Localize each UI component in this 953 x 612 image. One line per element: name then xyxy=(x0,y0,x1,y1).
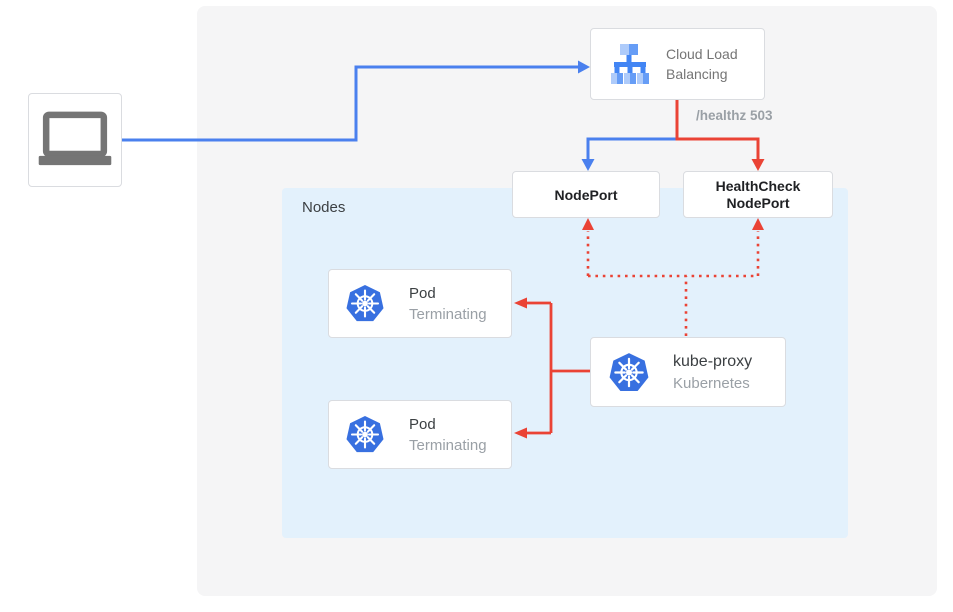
load-balancer-icon xyxy=(607,42,651,86)
pod-1-labels: Pod Terminating xyxy=(409,283,487,325)
client-node xyxy=(28,93,122,187)
laptop-icon xyxy=(35,110,115,170)
kubernetes-icon xyxy=(608,351,650,393)
pod-status: Terminating xyxy=(409,436,487,454)
pod-title: Pod xyxy=(409,284,436,302)
healthz-503-annotation: /healthz 503 xyxy=(696,108,773,123)
arrowhead-into-pod-1 xyxy=(514,297,527,309)
kubernetes-icon xyxy=(345,415,385,454)
kube-proxy-title: kube-proxy xyxy=(673,352,753,370)
pod-title: Pod xyxy=(409,415,436,433)
kubernetes-icon xyxy=(345,284,385,323)
kube-proxy-labels: kube-proxy Kubernetes xyxy=(673,351,752,394)
arrowhead-into-healthcheck-nodeport xyxy=(751,159,765,171)
nodeport-node: NodePort xyxy=(512,171,660,218)
pod-1-node: Pod Terminating xyxy=(328,269,512,338)
arrowhead-into-pod-2 xyxy=(514,427,527,439)
kube-proxy-node: kube-proxy Kubernetes xyxy=(590,337,786,407)
arrowhead-dotted-into-nodeport xyxy=(582,218,594,230)
connector-clb-to-nodeport xyxy=(586,137,677,160)
nodeport-label: NodePort xyxy=(554,186,618,203)
connector-clb-to-healthcheck-nodeport xyxy=(675,100,760,160)
arrowhead-into-nodeport xyxy=(581,159,595,171)
pod-status: Terminating xyxy=(409,305,487,323)
nodes-group-label: Nodes xyxy=(302,199,346,216)
connector-client-to-clb xyxy=(122,65,578,142)
pod-2-node: Pod Terminating xyxy=(328,400,512,469)
kube-proxy-subtitle: Kubernetes xyxy=(673,374,750,392)
healthcheck-nodeport-label: HealthCheck NodePort xyxy=(715,177,801,211)
pod-2-labels: Pod Terminating xyxy=(409,414,487,456)
connector-kubeproxy-to-pods xyxy=(527,301,590,435)
connector-kubeproxy-to-nodeports-dotted xyxy=(586,231,760,336)
cloud-load-balancing-node: Cloud Load Balancing xyxy=(590,28,765,100)
arrowhead-dotted-into-healthcheck-nodeport xyxy=(752,218,764,230)
healthcheck-nodeport-node: HealthCheck NodePort xyxy=(683,171,833,218)
arrowhead-into-clb xyxy=(578,60,590,74)
cloud-load-balancing-label: Cloud Load Balancing xyxy=(666,46,738,82)
